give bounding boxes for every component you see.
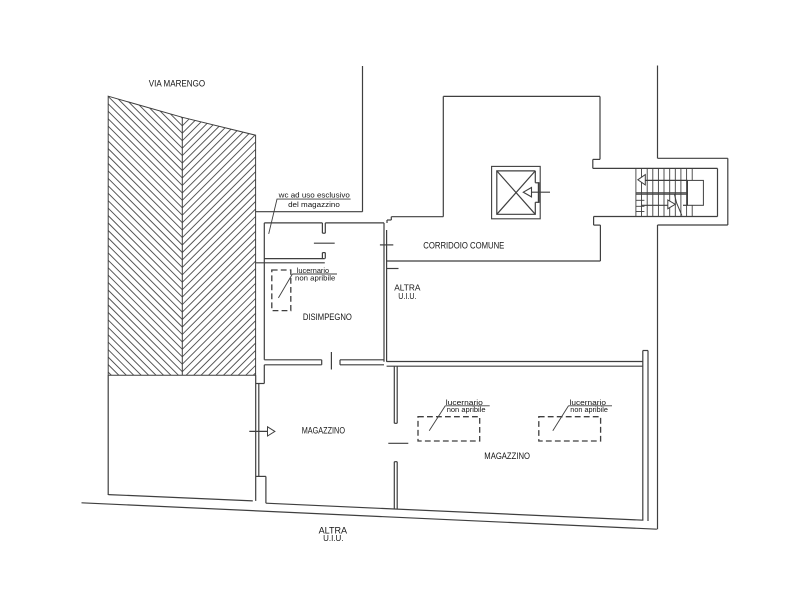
svg-text:MAGAZZINO: MAGAZZINO — [302, 425, 345, 435]
svg-text:VIA MARENGO: VIA MARENGO — [149, 78, 205, 89]
svg-text:lucernario: lucernario — [570, 398, 607, 407]
svg-text:del magazzino: del magazzino — [288, 200, 340, 209]
svg-text:non apribile: non apribile — [295, 273, 335, 282]
svg-text:MAGAZZINO: MAGAZZINO — [484, 451, 530, 461]
svg-text:lucernario: lucernario — [446, 398, 483, 407]
svg-text:lucernario: lucernario — [297, 266, 329, 275]
svg-text:non apribile: non apribile — [447, 405, 486, 414]
svg-text:U.I.U.: U.I.U. — [398, 292, 416, 301]
svg-text:ALTRA: ALTRA — [319, 524, 348, 535]
svg-text:ALTRA: ALTRA — [394, 282, 420, 292]
svg-text:CORRIDOIO COMUNE: CORRIDOIO COMUNE — [423, 241, 504, 251]
svg-text:U.I.U.: U.I.U. — [323, 534, 343, 543]
svg-text:wc ad uso esclusivo: wc ad uso esclusivo — [278, 190, 350, 199]
svg-text:DISIMPEGNO: DISIMPEGNO — [303, 312, 352, 323]
svg-text:non apribile: non apribile — [570, 405, 608, 414]
